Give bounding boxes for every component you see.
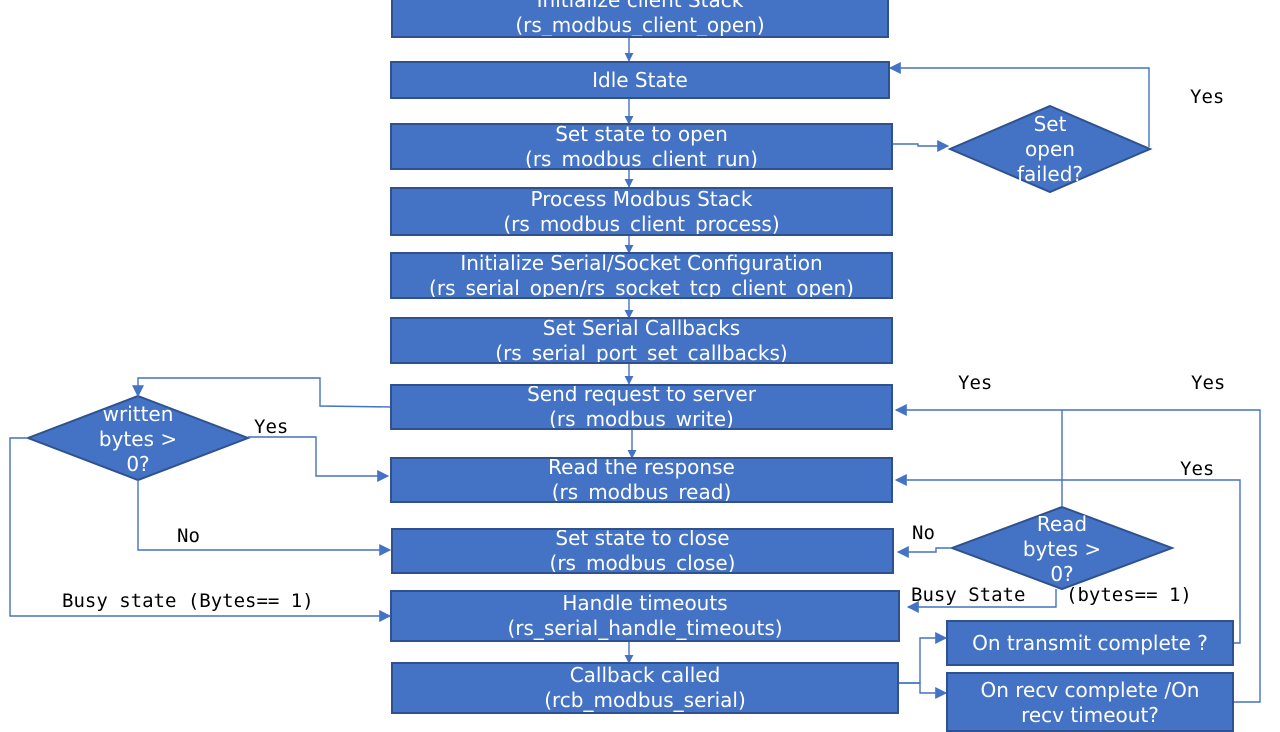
connector-recv-yes xyxy=(1062,409,1261,703)
box-read-response: Read the response (rs_modbus_read) xyxy=(390,457,893,503)
box-set-serial-callbacks-line2: (rs_serial_port_set_callbacks) xyxy=(495,340,788,364)
connector-read-no xyxy=(896,546,952,558)
decision-open-failed-shape xyxy=(947,104,1153,194)
decision-written-bytes-line1: written xyxy=(102,401,174,426)
box-set-serial-callbacks-line1: Set Serial Callbacks xyxy=(542,317,741,340)
box-handle-timeouts-line2: (rs_serial_handle_timeouts) xyxy=(507,616,783,640)
box-set-serial-callbacks: Set Serial Callbacks (rs_serial_port_set… xyxy=(390,317,893,364)
box-process-modbus-stack-line1: Process Modbus Stack xyxy=(530,187,753,211)
box-on-recv-complete-line2: recv timeout? xyxy=(1021,703,1159,727)
decision-written-bytes-line2: bytes > xyxy=(98,426,178,451)
connector-callback-to-transmit xyxy=(898,632,948,684)
label-busy-state-left: Busy state (Bytes== 1) xyxy=(62,590,314,612)
box-on-transmit-complete: On transmit complete ? xyxy=(946,620,1234,666)
label-no-written: No xyxy=(177,525,200,547)
connector-open-to-decision xyxy=(892,140,950,152)
box-initialize-serial-config-line2: (rs_serial_open/rs_socket_tcp_client_ope… xyxy=(429,275,854,299)
box-initialize-client-stack-line1: Initialize client Stack xyxy=(536,0,744,12)
box-send-request: Send request to server (rs_modbus_write) xyxy=(390,384,893,430)
label-no-read-bytes: No xyxy=(912,522,935,544)
box-handle-timeouts-line1: Handle timeouts xyxy=(562,591,728,615)
label-yes-written: Yes xyxy=(254,416,289,438)
box-set-state-open-line2: (rs_modbus_client_run) xyxy=(525,146,758,170)
connector-read-busy xyxy=(906,589,1057,613)
connector-written-no xyxy=(137,480,392,556)
decision-read-bytes-line1: Read xyxy=(1036,511,1088,536)
box-set-state-close-line2: (rs_modbus_close) xyxy=(549,551,736,574)
decision-open-failed-line2: open xyxy=(1025,136,1075,161)
decision-written-bytes: written bytes > 0? xyxy=(78,401,198,477)
box-handle-timeouts: Handle timeouts (rs_serial_handle_timeou… xyxy=(390,590,900,642)
connector-read-yes xyxy=(894,404,1063,507)
box-set-state-close-line1: Set state to close xyxy=(555,528,730,550)
box-read-response-line1: Read the response xyxy=(548,457,735,479)
decision-read-bytes-line3: 0? xyxy=(1050,561,1074,586)
box-initialize-serial-config-line1: Initialize Serial/Socket Configuration xyxy=(460,252,823,275)
box-on-recv-complete: On recv complete /On recv timeout? xyxy=(946,672,1234,732)
box-initialize-client-stack: Initialize client Stack (rs_modbus_clien… xyxy=(391,0,889,38)
box-initialize-serial-config: Initialize Serial/Socket Configuration (… xyxy=(390,252,893,299)
decision-read-bytes-shape xyxy=(949,505,1175,591)
connector-written-busy xyxy=(9,437,392,622)
box-on-transmit-complete-line1: On transmit complete ? xyxy=(972,630,1208,655)
label-yes-recv-complete: Yes xyxy=(1191,372,1226,394)
box-initialize-client-stack-line2: (rs_modbus_client_open) xyxy=(515,13,765,37)
decision-open-failed: Set open failed? xyxy=(990,111,1110,187)
box-set-state-close: Set state to close (rs_modbus_close) xyxy=(391,528,894,574)
label-yes-open-failed: Yes xyxy=(1190,86,1225,108)
box-process-modbus-stack-line2: (rs_modbus_client_process) xyxy=(503,211,780,236)
decision-open-failed-line1: Set xyxy=(1033,111,1067,136)
box-set-state-open: Set state to open (rs_modbus_client_run) xyxy=(390,123,893,170)
box-set-state-open-line1: Set state to open xyxy=(555,123,728,146)
connector-send-to-written xyxy=(132,377,392,408)
box-read-response-line2: (rs_modbus_read) xyxy=(551,480,732,503)
connector-open-failed-yes xyxy=(888,62,1150,147)
decision-written-bytes-line3: 0? xyxy=(126,451,150,476)
box-on-recv-complete-line1: On recv complete /On xyxy=(980,678,1200,702)
box-send-request-line1: Send request to server xyxy=(527,384,756,406)
connector-callback-to-recv xyxy=(898,682,948,699)
box-idle-state: Idle State xyxy=(390,61,890,99)
label-busy-state-right-b: (bytes== 1) xyxy=(1066,584,1192,606)
box-send-request-line2: (rs_modbus_write) xyxy=(549,407,734,430)
label-yes-read-bytes: Yes xyxy=(958,372,993,394)
label-yes-transmit-complete: Yes xyxy=(1180,458,1215,480)
box-callback-called: Callback called (rcb_modbus_serial) xyxy=(391,662,899,714)
connector-written-yes xyxy=(248,436,390,482)
decision-read-bytes-line2: bytes > xyxy=(1022,536,1102,561)
box-process-modbus-stack: Process Modbus Stack (rs_modbus_client_p… xyxy=(390,187,893,236)
label-busy-state-right-a: Busy State xyxy=(911,584,1026,606)
box-callback-called-line2: (rcb_modbus_serial) xyxy=(544,688,746,712)
box-idle-state-line1: Idle State xyxy=(592,67,688,92)
decision-open-failed-line3: failed? xyxy=(1016,161,1084,186)
box-callback-called-line1: Callback called xyxy=(569,663,721,687)
connector-transmit-yes xyxy=(894,474,1241,644)
decision-read-bytes: Read bytes > 0? xyxy=(1002,511,1122,587)
